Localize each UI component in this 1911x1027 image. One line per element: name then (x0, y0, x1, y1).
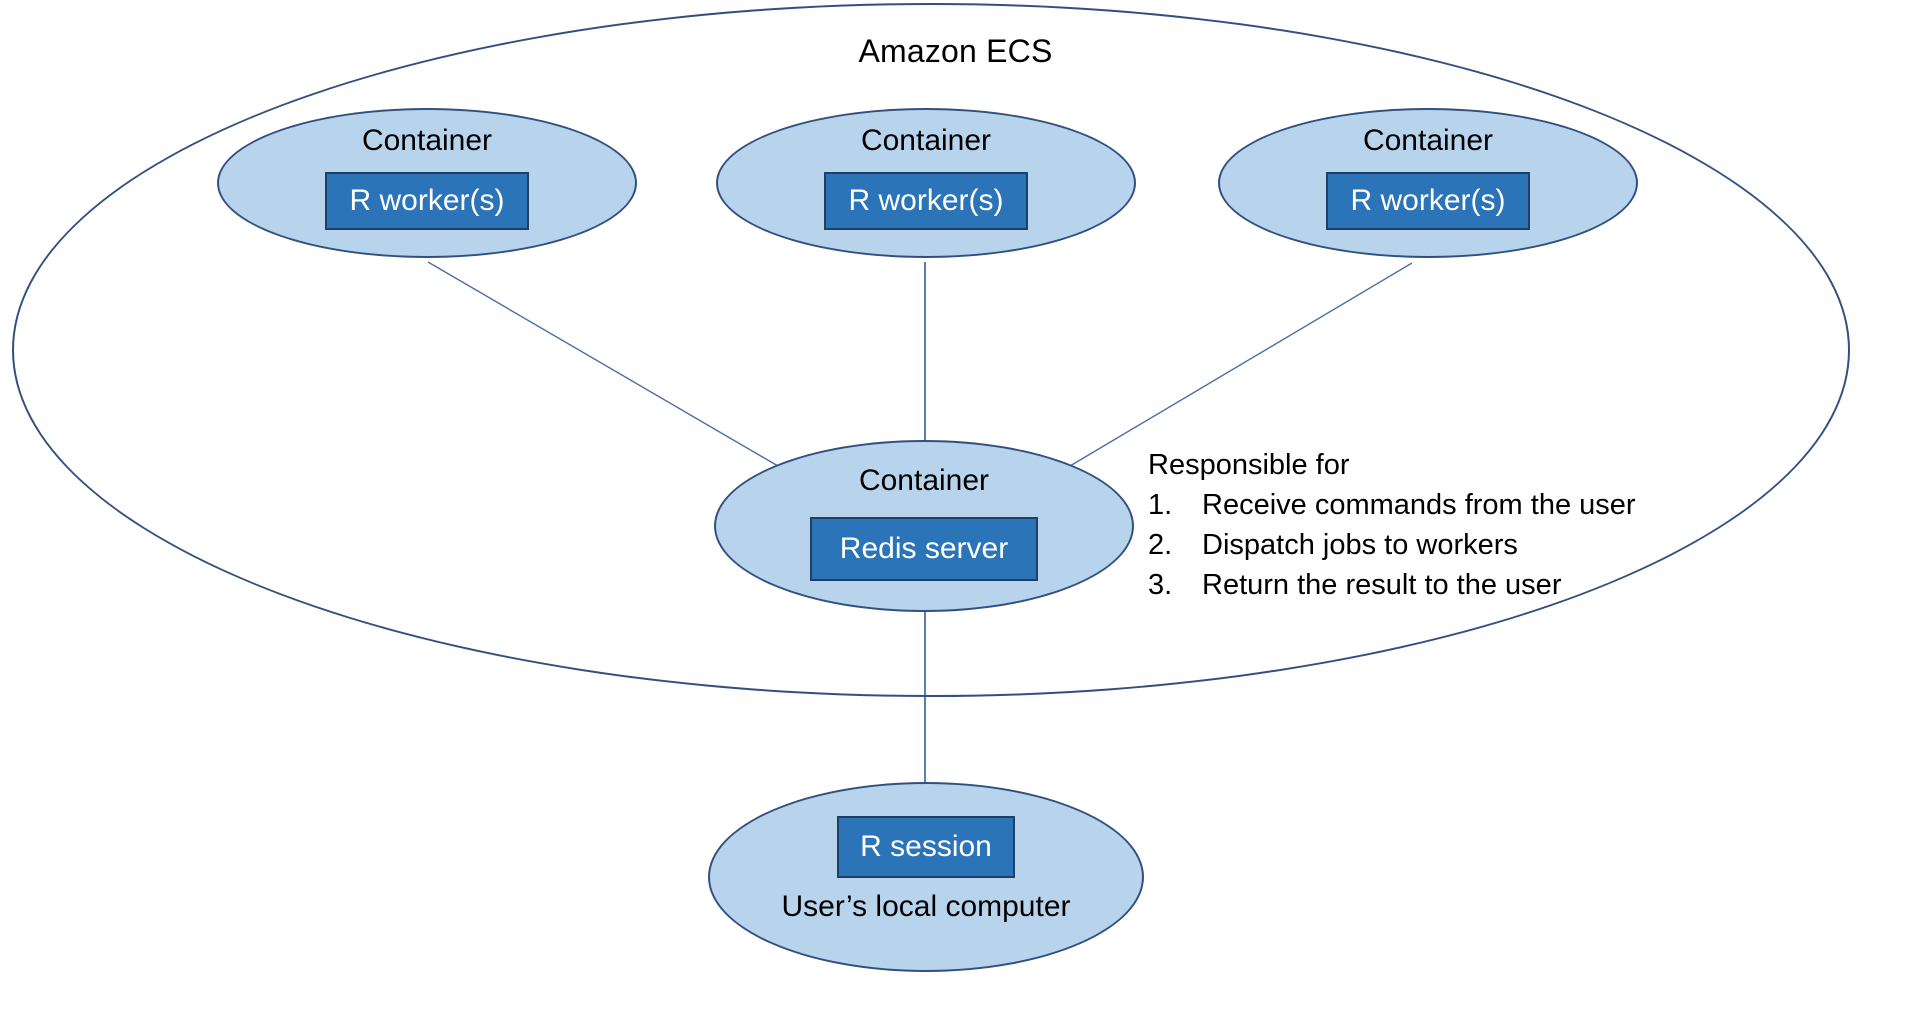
responsibility-item-1-text: Receive commands from the user (1202, 489, 1636, 521)
container-worker-2-label: Container (860, 124, 992, 157)
user-local-computer-label: User’s local computer (781, 890, 1071, 923)
container-worker-2[interactable]: Container R worker(s) (716, 108, 1136, 258)
responsibilities-annotation: Responsible for 1. Receive commands from … (1148, 445, 1636, 605)
container-worker-1[interactable]: Container R worker(s) (217, 108, 637, 258)
responsibilities-heading: Responsible for (1148, 449, 1350, 481)
responsibility-item-3-number: 3. (1148, 569, 1173, 601)
container-redis-label: Container (858, 464, 990, 497)
container-worker-1-box: R worker(s) (325, 172, 529, 230)
amazon-ecs-boundary (12, 3, 1850, 697)
responsibilities-list: 1. Receive commands from the user 2. Dispa… (1148, 485, 1636, 605)
container-worker-1-label: Container (361, 124, 493, 157)
responsibility-item-3: 3. Return the result to the user (1148, 565, 1636, 605)
container-redis-box: Redis server (810, 517, 1038, 581)
amazon-ecs-title: Amazon ECS (858, 33, 1053, 69)
responsibility-item-2: 2. Dispatch jobs to workers (1148, 525, 1636, 565)
container-redis[interactable]: Container Redis server (714, 440, 1134, 612)
responsibility-item-1: 1. Receive commands from the user (1148, 485, 1636, 525)
responsibility-item-1-number: 1. (1148, 489, 1173, 521)
user-local-computer[interactable]: R session User’s local computer (708, 782, 1144, 972)
responsibility-item-2-text: Dispatch jobs to workers (1202, 529, 1518, 561)
container-worker-2-box: R worker(s) (824, 172, 1028, 230)
container-worker-3-label: Container (1362, 124, 1494, 157)
container-worker-3-box: R worker(s) (1326, 172, 1530, 230)
container-worker-3[interactable]: Container R worker(s) (1218, 108, 1638, 258)
responsibility-item-2-number: 2. (1148, 529, 1173, 561)
r-session-box: R session (837, 816, 1015, 878)
responsibility-item-3-text: Return the result to the user (1202, 569, 1562, 601)
